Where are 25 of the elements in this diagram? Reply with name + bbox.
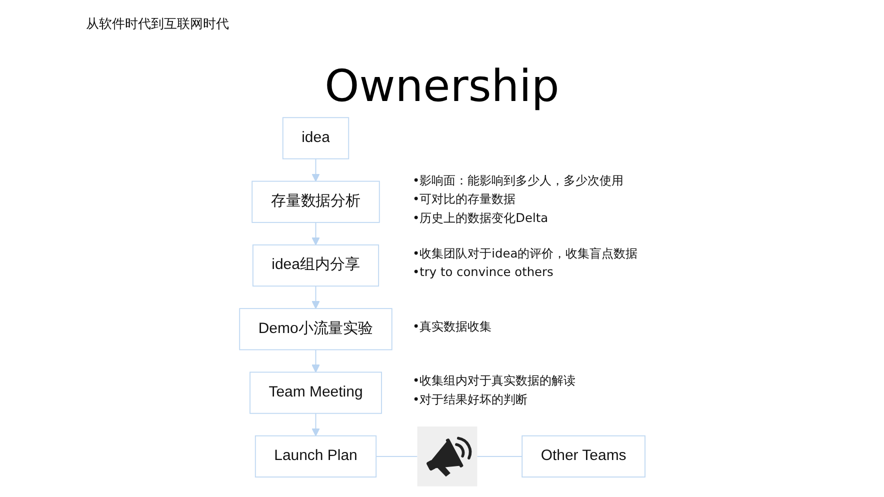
arrow	[311, 158, 320, 182]
note-text: •历史上的数据变化Delta	[412, 210, 548, 225]
note-text: •try to convince others	[412, 265, 554, 280]
node-picture	[416, 426, 477, 486]
header-text: 从软件时代到互联网时代	[86, 15, 229, 33]
arrow	[311, 222, 320, 246]
diagram-title: Ownership	[324, 60, 560, 114]
node-box: Launch Plan	[254, 435, 376, 478]
node-box: 存量数据分析	[251, 180, 380, 223]
arrow	[311, 349, 320, 373]
note-text: •收集组内对于真实数据的解读	[412, 374, 576, 388]
connector	[476, 456, 522, 457]
node-box: Demo小流量实验	[238, 308, 392, 350]
arrow	[311, 412, 320, 436]
note-text: •可对比的存量数据	[412, 192, 516, 206]
node-box: idea	[282, 117, 349, 160]
node-box: idea组内分享	[252, 244, 379, 287]
node-box: Other Teams	[521, 435, 646, 478]
note-text: •对于结果好坏的判断	[412, 392, 528, 406]
arrow	[311, 286, 320, 309]
note-text: •收集团队对于idea的评价，收集盲点数据	[412, 246, 638, 260]
node-box: Team Meeting	[249, 372, 382, 414]
note-text: •真实数据收集	[412, 319, 492, 334]
connector	[375, 456, 418, 457]
note-text: •影响面：能影响到多少人，多少次使用	[412, 173, 624, 188]
